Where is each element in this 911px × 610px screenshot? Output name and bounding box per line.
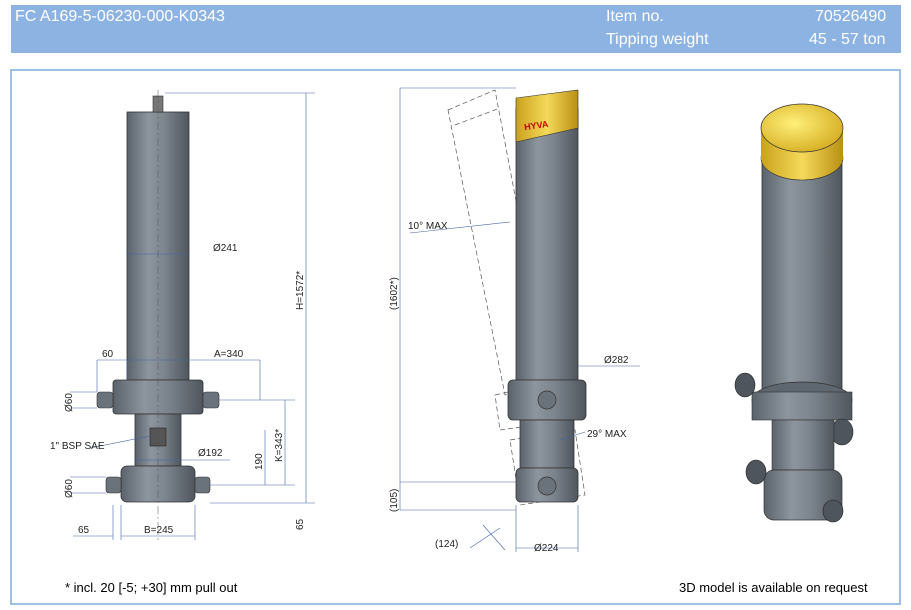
angle-10-label: 10° MAX xyxy=(408,221,448,232)
model-3d-view xyxy=(734,103,854,523)
model-base-pin-left xyxy=(745,459,767,485)
dia60-upper-label: Ø60 xyxy=(64,393,75,412)
front-view: Ø241 60 A=340 H=1572* Ø60 1" BSP SAE Ø19… xyxy=(50,90,315,540)
dia-241-label: Ø241 xyxy=(213,243,238,254)
dim-a-label: A=340 xyxy=(214,349,244,360)
dim-190-label: 190 xyxy=(254,453,265,470)
model-base-pin-right xyxy=(822,499,844,523)
dim-k-label: K=343* xyxy=(274,429,285,462)
dim-124-label: (124) xyxy=(435,539,458,550)
model-availability-note: 3D model is available on request xyxy=(679,580,868,595)
model-pin-left xyxy=(734,372,756,398)
lower-pin-left xyxy=(105,476,122,494)
dim-65-left-label: 65 xyxy=(78,525,90,536)
dim-65-right-label: 65 xyxy=(295,518,306,530)
side-cap xyxy=(515,89,579,143)
dia-224-label: Ø224 xyxy=(534,543,559,554)
model-cap-top xyxy=(760,103,844,153)
upper-pin-left xyxy=(96,391,114,409)
side-trunnion-pin xyxy=(537,390,557,410)
model-lower-section xyxy=(771,419,835,471)
weight-value: 45 - 57 ton xyxy=(809,31,886,48)
item-value: 70526490 xyxy=(815,8,887,25)
lower-pin-right xyxy=(194,476,211,494)
dim-105-label: (105) xyxy=(389,489,400,512)
model-base xyxy=(763,469,843,521)
weight-label: Tipping weight xyxy=(606,31,709,48)
angle-29-label: 29° MAX xyxy=(587,429,627,440)
part-number: FC A169-5-06230-000-K0343 xyxy=(15,8,225,25)
model-ring-body xyxy=(751,391,853,421)
side-base-pin xyxy=(537,476,557,496)
dim-60-label: 60 xyxy=(102,349,114,360)
side-lower-section xyxy=(519,419,575,469)
pull-out-note: * incl. 20 [-5; +30] mm pull out xyxy=(65,580,238,595)
item-label: Item no. xyxy=(606,8,664,25)
dia60-lower-label: Ø60 xyxy=(64,479,75,498)
upper-pin-right xyxy=(202,391,220,409)
dim-b-label: B=245 xyxy=(144,525,174,536)
port-label: 1" BSP SAE xyxy=(50,441,105,452)
side-cylinder-tube xyxy=(515,107,579,381)
dim-h-label: H=1572* xyxy=(295,271,306,310)
dia-282-label: Ø282 xyxy=(604,355,629,366)
dia-192-label: Ø192 xyxy=(198,448,223,459)
dim-1602-label: (1602*) xyxy=(389,277,400,310)
side-logo: HYVA xyxy=(523,119,549,132)
side-view: HYVA 10° MAX (1602*) Ø282 29° MAX (105) xyxy=(389,87,640,554)
title-bar: FC A169-5-06230-000-K0343 Item no. 70526… xyxy=(11,5,901,53)
